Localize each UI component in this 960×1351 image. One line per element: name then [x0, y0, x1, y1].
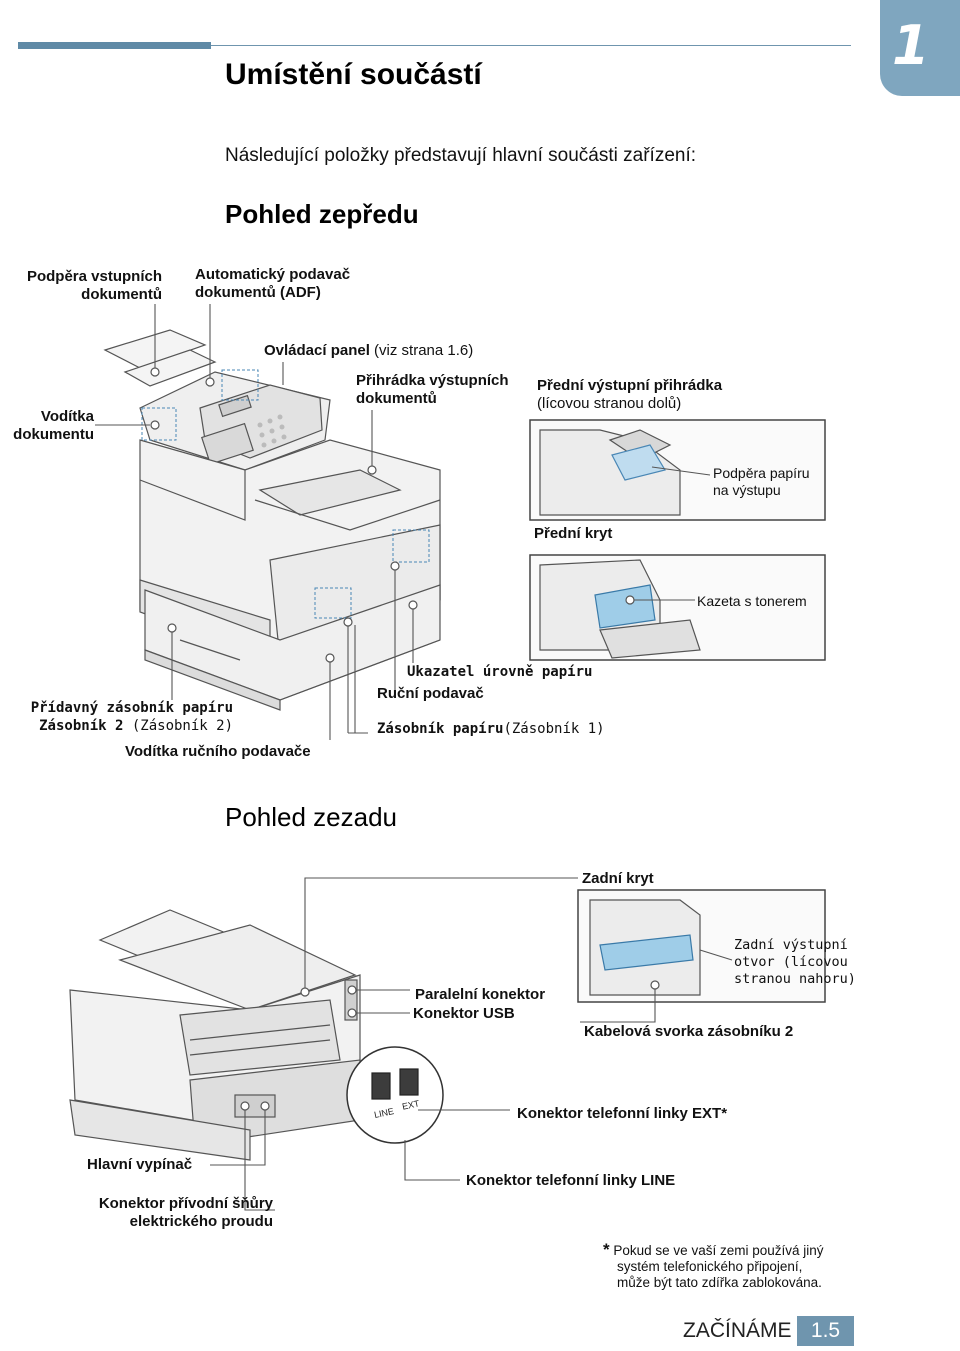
label-doc-guide: Vodítka dokumentu	[0, 408, 94, 444]
header-rule-thick	[18, 42, 211, 49]
label-ext-text: Konektor telefonní linky EXT	[517, 1105, 722, 1122]
label-control-panel-ref: (viz strana 1.6)	[369, 342, 474, 359]
label-rear-output-line3: stranou nahoru)	[734, 971, 856, 987]
label-line: Konektor telefonní linky LINE	[466, 1172, 676, 1189]
label-adf: Automatický podavač dokumentů (ADF)	[195, 266, 350, 302]
page-title: Umístění součástí	[225, 58, 482, 91]
label-power-switch: Hlavní vypínač	[87, 1156, 193, 1173]
label-rear-output-line2: otvor (lícovou	[734, 954, 848, 970]
label-tray2-name: Zásobník 2	[39, 718, 124, 734]
label-front-output-line2: (lícovou stranou dolů)	[537, 395, 682, 412]
footnote-star: *	[603, 1240, 610, 1259]
label-paper-level: Ukazatel úrovně papíru	[407, 664, 593, 680]
label-doc-output-line2: dokumentů	[356, 390, 437, 407]
label-optional-tray-line1: Přídavný zásobník papíru	[30, 700, 233, 716]
label-front-cover: Přední kryt	[534, 525, 613, 542]
label-ext: Konektor telefonní linky EXT*	[517, 1105, 727, 1123]
label-doc-guide-line1: Vodítka	[40, 408, 94, 425]
label-output-support: Podpěra papíru na výstupu	[713, 465, 810, 499]
chapter-tab	[880, 0, 960, 96]
label-power-cord: Konektor přívodní šňůry elektrického pro…	[40, 1195, 273, 1231]
label-manual-feeder: Ruční podavač	[377, 685, 484, 702]
label-output-support-line1: Podpěra papíru	[713, 465, 810, 481]
label-power-cord-line2: elektrického proudu	[129, 1213, 273, 1230]
label-input-support-line1: Podpěra vstupních	[26, 268, 162, 285]
label-tray2-note: (Zásobník 2)	[123, 718, 233, 734]
footnote-line3: může být tato zdířka zablokována.	[617, 1275, 822, 1290]
footer-page-number: 1.5	[797, 1316, 854, 1346]
footer-section-name: ZAČÍNÁME	[683, 1319, 792, 1342]
label-front-output-line1: Přední výstupní přihrádka	[537, 377, 723, 394]
label-optional-tray: Přídavný zásobník papíru Zásobník 2 (Zás…	[0, 699, 233, 735]
label-doc-output-line1: Přihrádka výstupních	[356, 372, 509, 389]
label-parallel: Paralelní konektor	[415, 986, 546, 1003]
label-control-panel: Ovládací panel (viz strana 1.6)	[264, 342, 473, 360]
label-rear-output-line1: Zadní výstupní	[734, 937, 848, 953]
label-tray1-note: (Zásobník 1)	[503, 721, 605, 737]
label-input-support-line2: dokumentů	[81, 286, 162, 303]
label-adf-line1: Automatický podavač	[195, 266, 351, 283]
header-rule-thin	[211, 45, 851, 46]
footnote: * Pokud se ve vaší zemi používá jiný sys…	[603, 1240, 824, 1291]
label-power-cord-line1: Konektor přívodní šňůry	[98, 1195, 273, 1212]
label-output-support-line2: na výstupu	[713, 482, 781, 498]
footnote-line2: systém telefonického připojení,	[617, 1259, 803, 1274]
intro-text: Následující položky představují hlavní s…	[225, 145, 697, 166]
label-front-output: Přední výstupní přihrádka (lícovou stran…	[537, 377, 722, 413]
chapter-number: 1	[892, 14, 930, 77]
label-control-panel-name: Ovládací panel	[264, 342, 370, 359]
label-rear-cover: Zadní kryt	[582, 870, 654, 887]
label-cable-clamp: Kabelová svorka zásobníku 2	[584, 1023, 794, 1040]
label-toner: Kazeta s tonerem	[697, 593, 807, 609]
label-input-support: Podpěra vstupních dokumentů	[0, 268, 162, 304]
label-doc-guide-line2: dokumentu	[13, 426, 94, 443]
label-usb: Konektor USB	[413, 1005, 515, 1022]
label-ext-star: *	[721, 1105, 728, 1122]
label-adf-line2: dokumentů (ADF)	[195, 284, 321, 301]
label-doc-output: Přihrádka výstupních dokumentů	[356, 372, 524, 408]
front-view-heading: Pohled zepředu	[225, 199, 419, 229]
label-tray1-name: Zásobník papíru	[377, 721, 504, 737]
label-manual-guides: Vodítka ručního podavače	[125, 743, 311, 760]
label-rear-output: Zadní výstupní otvor (lícovou stranou na…	[734, 937, 856, 988]
footnote-line1: Pokud se ve vaší zemi používá jiný	[613, 1243, 824, 1258]
label-tray1: Zásobník papíru(Zásobník 1)	[377, 720, 605, 738]
rear-view-heading: Pohled zezadu	[225, 802, 398, 832]
